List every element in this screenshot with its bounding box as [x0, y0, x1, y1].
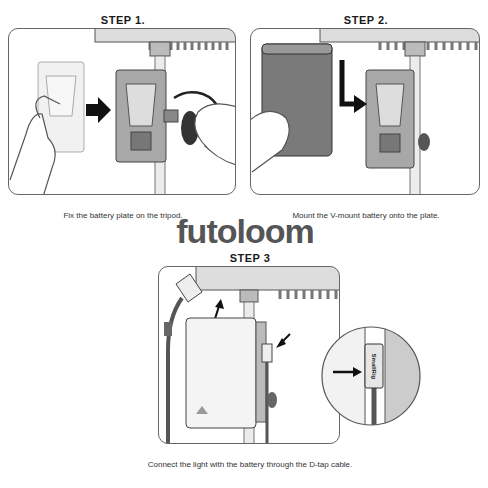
step2-illustration-part — [380, 134, 400, 152]
text-holder: Connect the light with the battery throu… — [146, 453, 355, 471]
step3-illustration — [164, 266, 340, 444]
step3-illustration-part — [280, 290, 336, 299]
d-tap-plug — [365, 344, 383, 388]
step-heading: STEP 1. — [101, 14, 145, 27]
step3-illustration-part — [168, 298, 182, 444]
step2-illustration-part — [380, 42, 476, 50]
text-holder: futoloom — [176, 214, 313, 248]
battery-side — [321, 326, 365, 426]
step1-illustration-part — [36, 96, 60, 118]
watermark: futoloom — [176, 214, 313, 248]
step-panel: STEP 1.Fix the battery plate on the trip… — [8, 28, 236, 195]
pointer-arrow-head — [353, 367, 362, 377]
step2-illustration-part — [366, 70, 414, 168]
step-caption: Fix the battery plate on the tripod. — [63, 211, 182, 220]
step1-illustration-part — [116, 70, 166, 162]
step3-illustration-part — [196, 266, 340, 290]
step-panel: STEP 2.Mount the V-mount battery onto th… — [250, 28, 480, 195]
inset-border — [322, 327, 420, 425]
step2-illustration-part — [418, 133, 430, 151]
d-tap-cable — [372, 388, 377, 430]
step-panel: STEP 3Connect the light with the battery… — [158, 266, 340, 444]
step-heading: STEP 2. — [344, 14, 388, 27]
step1-illustration-part — [195, 104, 236, 166]
step3-illustration-part — [240, 290, 258, 302]
step3-illustration-part — [267, 392, 277, 408]
step3-illustration-part — [196, 406, 208, 414]
step1-illustration-part — [164, 110, 178, 122]
step1-illustration-part — [126, 84, 156, 126]
brand-label: SmallRig — [371, 353, 378, 379]
step1-illustration — [10, 28, 236, 195]
step-caption: Mount the V-mount battery onto the plate… — [292, 211, 439, 220]
step3-illustration-part — [164, 322, 172, 336]
step2-illustration-part — [405, 42, 425, 56]
inset-circle: SmallRig — [321, 326, 421, 426]
text-holder: STEP 2. — [251, 10, 481, 28]
step3-illustration-part — [276, 338, 286, 348]
step-caption: Connect the light with the battery throu… — [148, 460, 353, 469]
step-heading: STEP 3 — [230, 252, 271, 265]
step2-illustration-part — [262, 44, 332, 54]
step2-illustration-part — [250, 111, 289, 172]
step2-illustration-part — [376, 84, 404, 126]
step2-illustration-part — [354, 95, 367, 113]
text-holder: SmallRig — [365, 344, 383, 388]
step1-illustration-part — [131, 132, 151, 150]
step1-illustration-part — [86, 97, 111, 123]
text-holder: STEP 3 — [159, 248, 341, 266]
step2-illustration-part — [342, 60, 356, 104]
step3-illustration-part — [186, 318, 256, 428]
step3-illustration-part — [256, 322, 266, 422]
inset-detail — [321, 326, 425, 430]
step2-illustration-part — [320, 28, 480, 42]
inset-outline — [321, 326, 421, 426]
step2-illustration — [250, 28, 480, 195]
step1-illustration-part — [150, 42, 170, 56]
pointer-arrow — [333, 371, 354, 374]
step1-illustration-part — [10, 114, 55, 195]
step3-illustration-part — [215, 299, 224, 309]
step1-illustration-part — [46, 76, 76, 116]
step3-illustration-part — [262, 344, 272, 362]
text-holder: STEP 1. — [9, 10, 237, 28]
step1-illustration-part — [95, 28, 236, 42]
